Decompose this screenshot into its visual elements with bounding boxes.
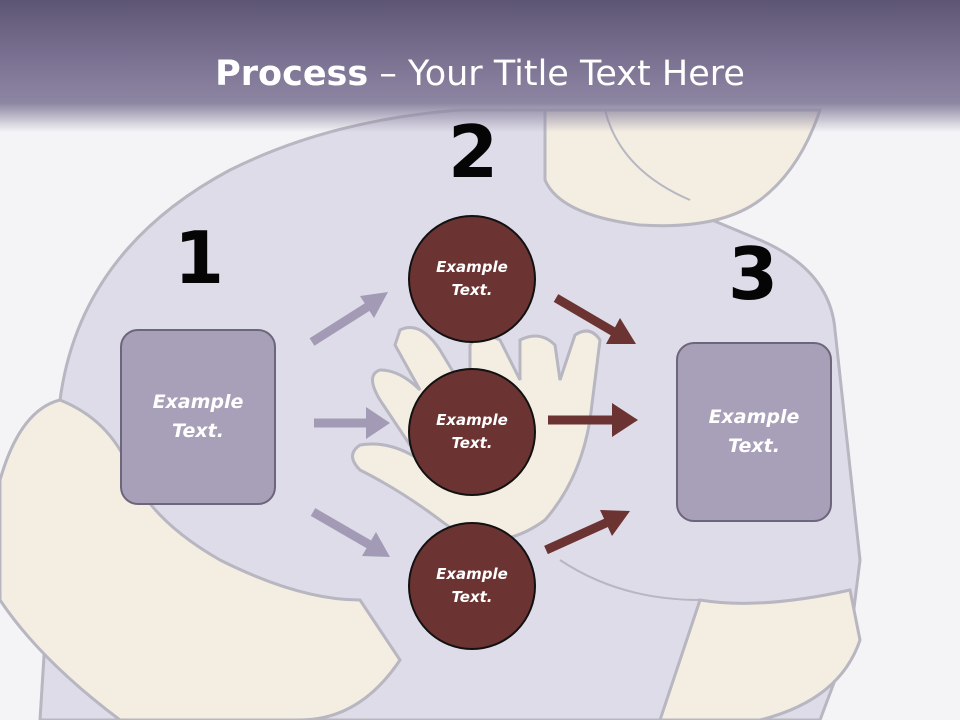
page-title: Process – Your Title Text Here [0,52,960,96]
title-bar [0,0,960,132]
step-2-circle-3-text: Example Text. [436,565,508,606]
step-2-circle-1-text: Example Text. [436,258,508,299]
title-bold: Process [215,54,369,94]
step-3-box: Example Text. [676,342,832,522]
right-arm-shape [658,588,862,720]
step-2-circle-1: Example Text. [408,215,536,343]
shirt-fold-line [559,559,701,601]
step-number-2: 2 [447,110,499,194]
step-2-circle-2: Example Text. [408,368,536,496]
title-rest: Your Title Text Here [407,54,745,94]
step-1-text: Example Text. [152,391,244,442]
step-number-3: 3 [727,232,779,316]
step-1-box: Example Text. [120,329,276,505]
arrow-down-right-right [553,294,636,344]
arrow-right-right [548,403,638,437]
neck-shape [543,108,823,228]
arrow-down-right-left [310,508,390,557]
arrow-up-right-left [309,292,388,346]
title-separator: – [368,54,408,94]
step-3-text: Example Text. [708,406,800,457]
left-arm-shape [0,398,402,720]
step-2-circle-3: Example Text. [408,522,536,650]
step-2-circle-2-text: Example Text. [436,411,508,452]
arrow-up-right-right [544,510,630,555]
arrow-right-left [314,407,390,439]
step-number-1: 1 [173,216,225,300]
